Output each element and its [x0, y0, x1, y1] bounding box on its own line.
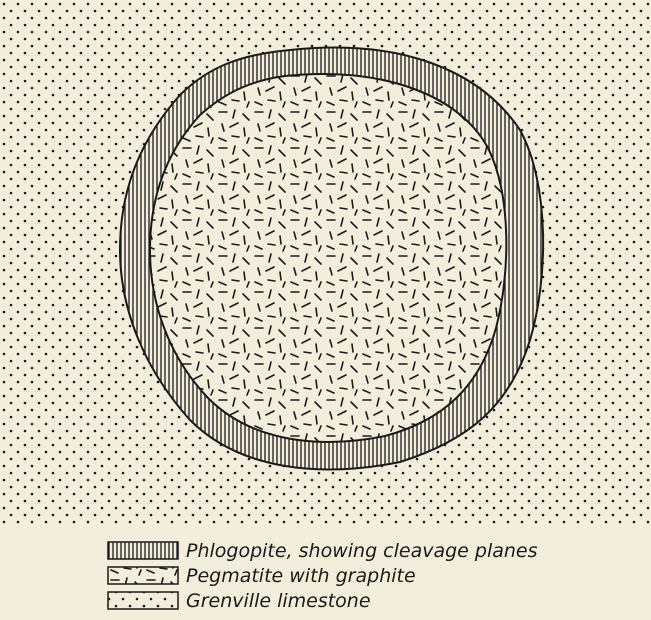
- legend-label-pegmatite: Pegmatite with graphite: [186, 565, 416, 587]
- legend-swatch-limestone: [108, 592, 178, 609]
- legend-label-limestone: Grenville limestone: [186, 590, 371, 612]
- pegmatite-texture: [150, 74, 506, 442]
- legend-swatch-pegmatite: [108, 567, 178, 584]
- legend-label-phlogopite: Phlogopite, showing cleavage planes: [186, 540, 538, 562]
- legend-item-pegmatite: Pegmatite with graphite: [108, 565, 416, 587]
- legend: Phlogopite, showing cleavage planes Pegm…: [108, 540, 538, 612]
- legend-item-phlogopite: Phlogopite, showing cleavage planes: [108, 540, 538, 562]
- legend-item-limestone: Grenville limestone: [108, 590, 371, 612]
- legend-swatch-phlogopite: [108, 542, 178, 559]
